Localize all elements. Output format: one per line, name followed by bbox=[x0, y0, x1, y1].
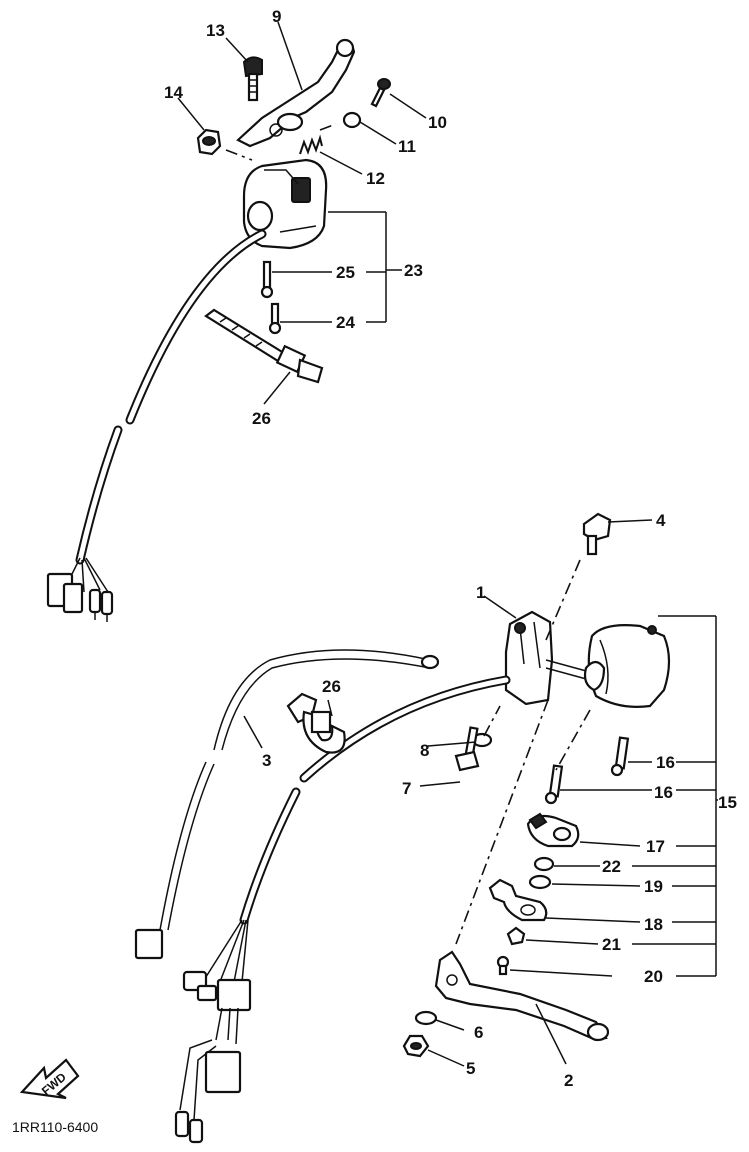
screw-4 bbox=[582, 512, 612, 556]
callout-1: 1 bbox=[476, 583, 485, 602]
callout-6: 6 bbox=[474, 1023, 483, 1042]
cable-band-26-upper bbox=[204, 308, 324, 384]
spring-12 bbox=[299, 134, 323, 155]
cable-band-26-lower bbox=[286, 692, 346, 754]
screw-25 bbox=[260, 260, 274, 299]
callout-26-upper: 26 bbox=[252, 409, 271, 428]
part-20 bbox=[496, 955, 510, 976]
screw-16b bbox=[544, 764, 564, 805]
nut-14 bbox=[196, 128, 222, 156]
brake-lever-2 bbox=[434, 950, 610, 1042]
part-17 bbox=[526, 812, 580, 848]
callout-25: 25 bbox=[336, 263, 355, 282]
callout-24: 24 bbox=[336, 313, 355, 332]
callout-7: 7 bbox=[402, 779, 411, 798]
nut-5 bbox=[402, 1034, 430, 1058]
diagram-code: 1RR110-6400 bbox=[12, 1119, 98, 1135]
callouts: 13 9 14 10 11 12 25 23 24 26 4 1 26 3 8 … bbox=[164, 7, 737, 1090]
lever-holder-1 bbox=[504, 610, 591, 706]
bolt-13 bbox=[242, 56, 263, 102]
callout-21: 21 bbox=[602, 935, 621, 954]
callout-11: 11 bbox=[398, 137, 416, 156]
left-switch-connectors bbox=[46, 557, 114, 622]
bolt-10 bbox=[370, 78, 391, 108]
left-switch-cable bbox=[75, 229, 267, 565]
washer-22 bbox=[533, 856, 555, 872]
callout-3: 3 bbox=[262, 751, 271, 770]
callout-15: 15 bbox=[718, 793, 737, 812]
callout-18: 18 bbox=[644, 915, 663, 934]
cam-18 bbox=[488, 878, 548, 922]
callout-16a: 16 bbox=[656, 753, 675, 772]
callout-13: 13 bbox=[206, 21, 225, 40]
callout-26-lower: 26 bbox=[322, 677, 341, 696]
part-21 bbox=[506, 926, 526, 946]
callout-10: 10 bbox=[428, 113, 447, 132]
cable-3 bbox=[134, 649, 440, 960]
right-switch-connectors bbox=[174, 919, 252, 1144]
callout-5: 5 bbox=[466, 1059, 475, 1078]
callout-14: 14 bbox=[164, 83, 183, 102]
nut-11 bbox=[342, 111, 362, 129]
left-switch-housing bbox=[242, 158, 328, 250]
lower-switch-assembly bbox=[134, 512, 671, 1144]
callout-4: 4 bbox=[656, 511, 666, 530]
callout-20: 20 bbox=[644, 967, 663, 986]
callout-22: 22 bbox=[602, 857, 621, 876]
callout-2: 2 bbox=[564, 1071, 573, 1090]
bolt-7 bbox=[454, 726, 480, 772]
right-switch-housing bbox=[583, 624, 671, 708]
callout-19: 19 bbox=[644, 877, 663, 896]
callout-16b: 16 bbox=[654, 783, 673, 802]
callout-23: 23 bbox=[404, 261, 423, 280]
callout-9: 9 bbox=[272, 7, 281, 26]
callout-17: 17 bbox=[646, 837, 665, 856]
screw-24 bbox=[268, 302, 282, 335]
fwd-arrow: FWD bbox=[19, 1058, 80, 1100]
washer-19 bbox=[528, 874, 552, 890]
callout-12: 12 bbox=[366, 169, 385, 188]
callout-8: 8 bbox=[420, 741, 429, 760]
lower-leader-lines bbox=[243, 519, 718, 1067]
right-switch-cable bbox=[239, 675, 511, 925]
upper-leader-lines bbox=[177, 21, 427, 405]
screw-16a bbox=[610, 736, 630, 777]
upper-switch-assembly bbox=[46, 38, 391, 622]
part-6 bbox=[414, 1010, 438, 1026]
